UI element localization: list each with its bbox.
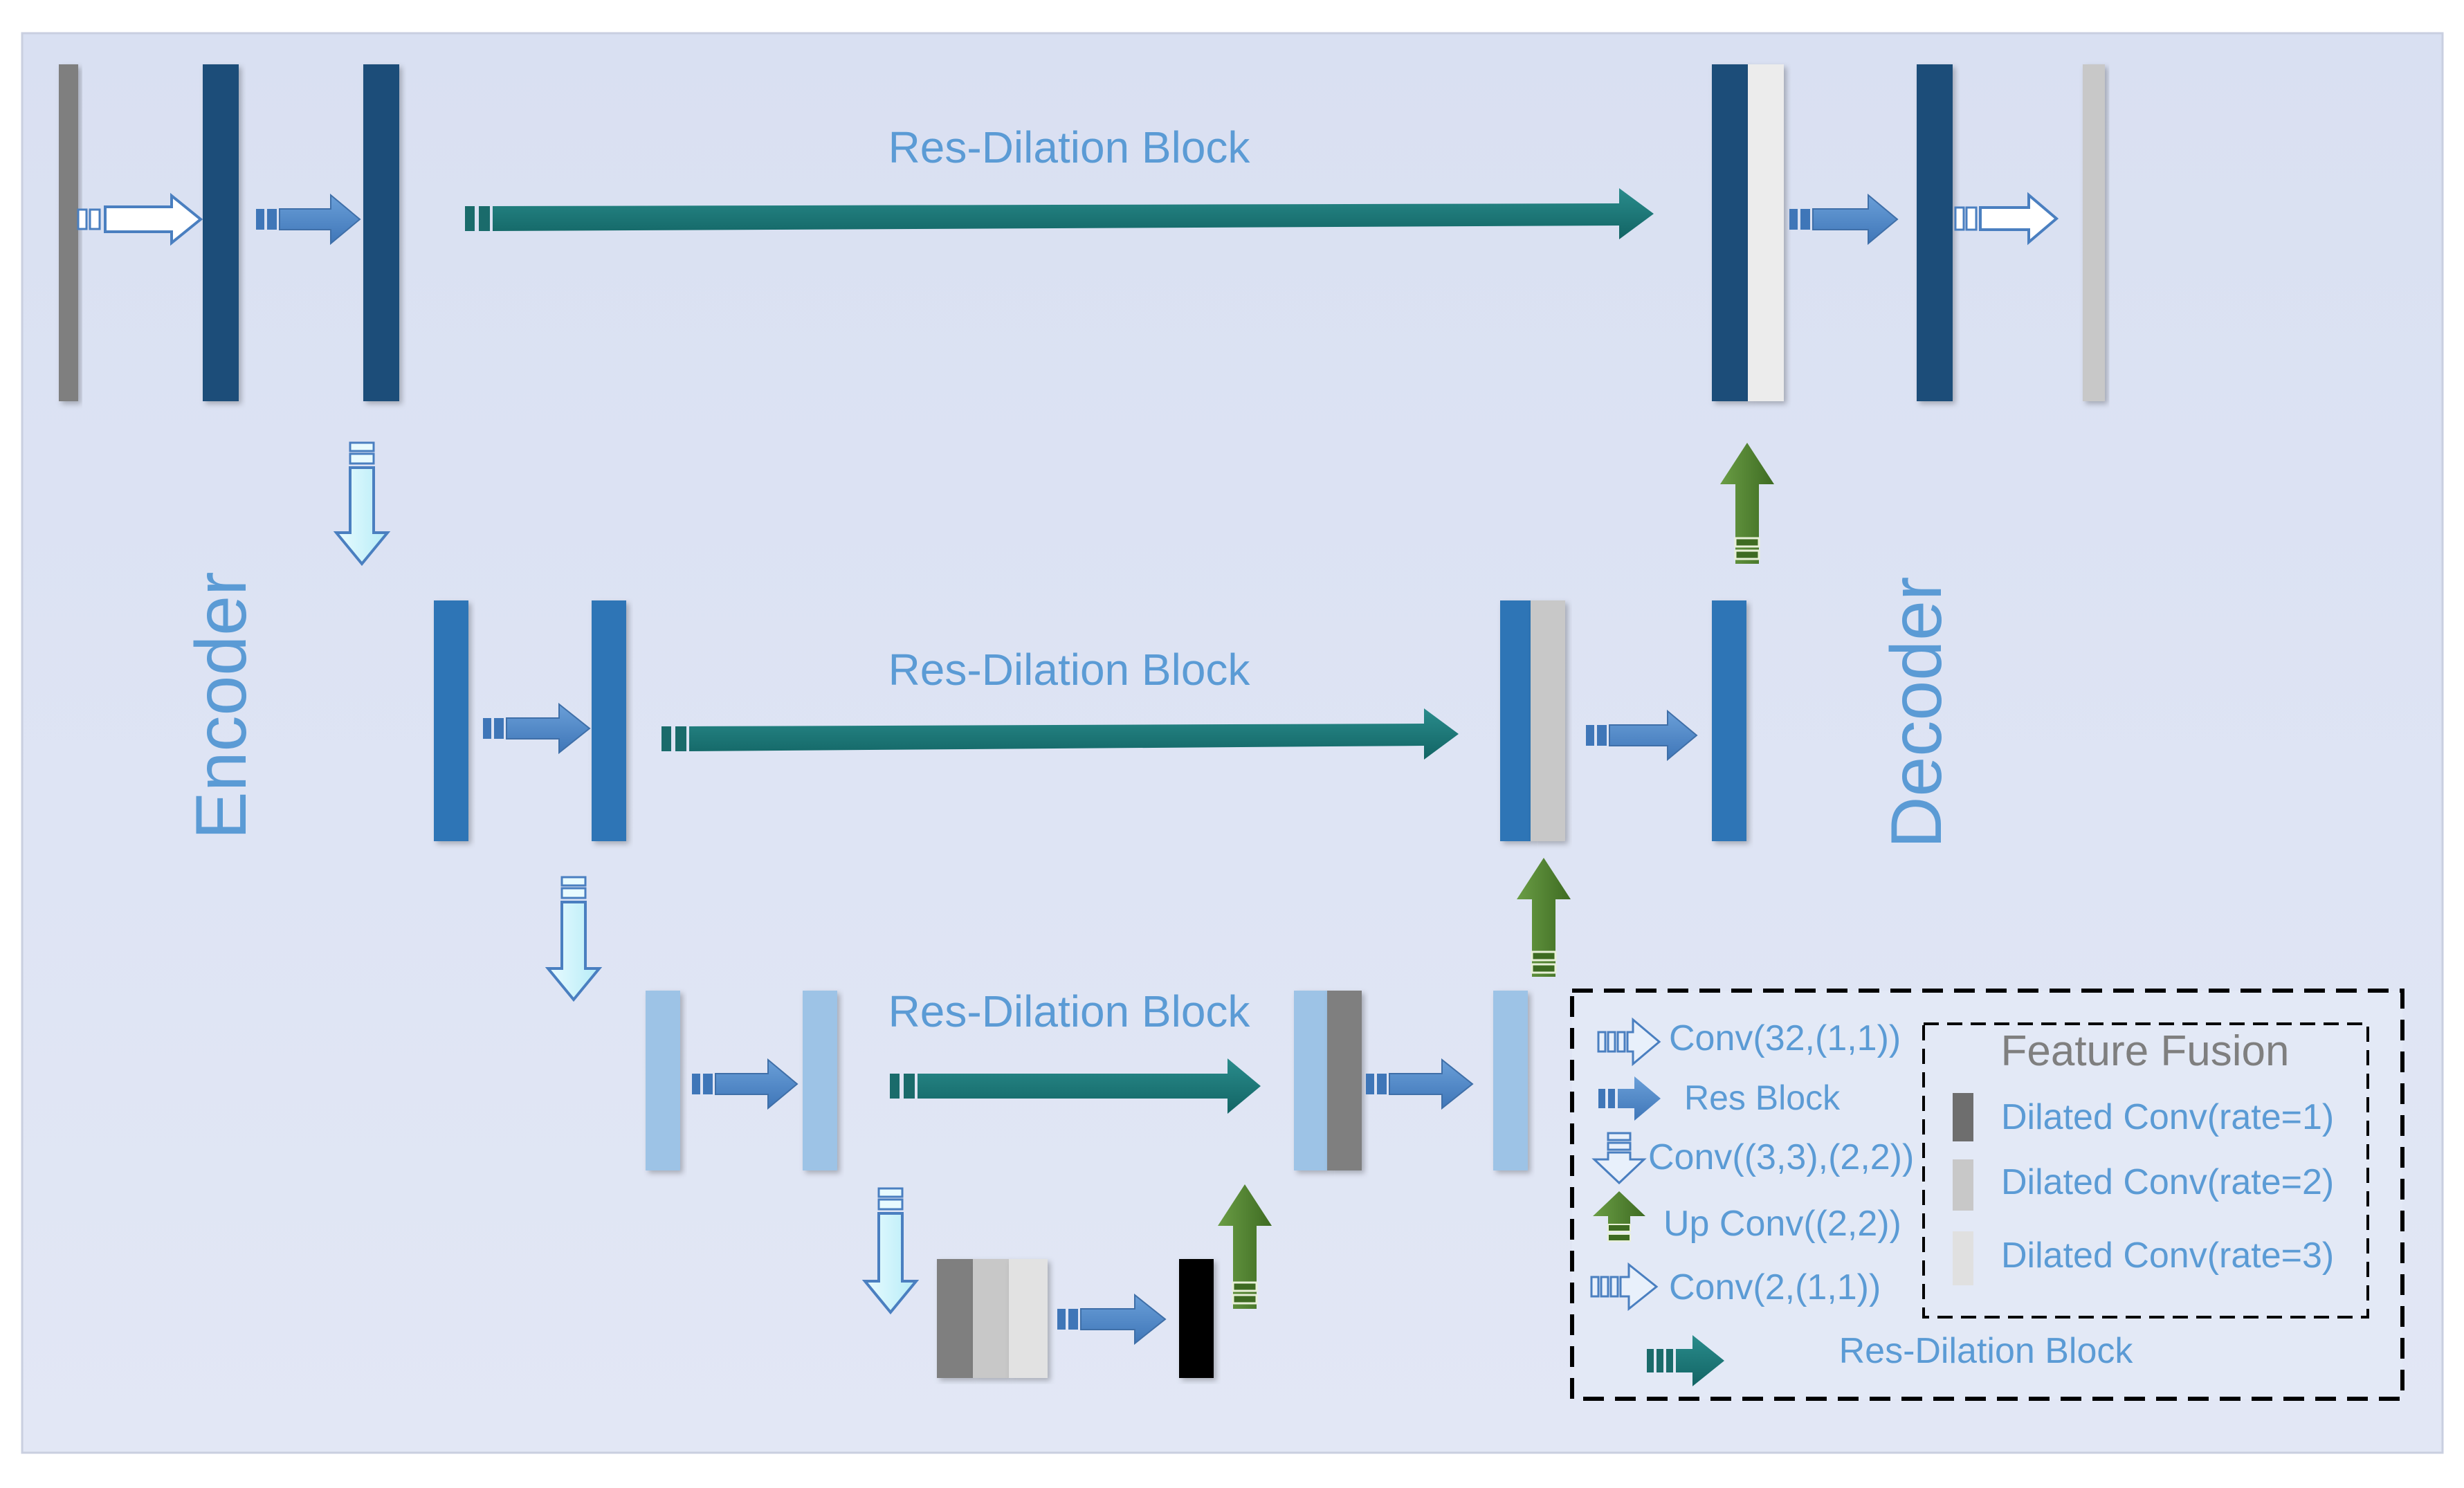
level-3: Res-Dilation Block [646, 986, 1528, 1170]
legend-conv-down-label: Conv((3,3),(2,2)) [1648, 1137, 1914, 1177]
res-block-arrow-l2-dec [1586, 709, 1698, 762]
down-conv-arrow-2 [545, 876, 603, 1002]
legend-res-dilation-icon [1647, 1335, 1724, 1386]
feature-map-l2-c [1712, 600, 1746, 841]
feature-map-l1-a [203, 64, 239, 401]
feature-map-l1-c [1917, 64, 1953, 401]
legend-rate1-label: Dilated Conv(rate=1) [2001, 1097, 2334, 1137]
concat-map-l2-gray [1531, 600, 1565, 841]
res-block-arrow-bottleneck [1057, 1293, 1167, 1345]
legend-up-conv-icon [1593, 1191, 1645, 1242]
legend-up-conv-label: Up Conv((2,2)) [1663, 1204, 1901, 1244]
legend-conv2-icon [1590, 1262, 1659, 1312]
legend-conv32-icon [1597, 1017, 1661, 1067]
legend-box [1570, 989, 2404, 1401]
level-1: Res-Dilation Block [59, 64, 2105, 401]
bottleneck [937, 1259, 1214, 1378]
input-layer [59, 64, 78, 401]
feature-map-l1-b [363, 64, 399, 401]
res-dilation-label-mid: Res-Dilation Block [888, 645, 1251, 695]
legend-res-dilation-label: Res-Dilation Block [1839, 1331, 2134, 1371]
legend-rate3-label: Dilated Conv(rate=3) [2001, 1236, 2334, 1276]
legend-res-block-icon [1598, 1076, 1661, 1121]
legend-res-block-label: Res Block [1684, 1078, 1841, 1117]
res-block-arrow-l3-dec [1366, 1058, 1474, 1110]
concat-map-l1-dark [1712, 64, 1748, 401]
output-layer [2083, 64, 2105, 401]
res-block-arrow-l3 [692, 1058, 798, 1110]
res-dilation-label-top: Res-Dilation Block [888, 122, 1251, 172]
res-block-arrow-l1-dec [1789, 193, 1899, 246]
res-dilation-arrow-l3 [890, 1058, 1261, 1114]
legend-rate3-swatch [1953, 1231, 1973, 1285]
up-conv-arrow-2 [1517, 858, 1571, 977]
encoder-label: Encoder [181, 571, 262, 839]
decoder-label: Decoder [1877, 576, 1957, 848]
down-conv-arrow-1 [333, 441, 391, 567]
feature-map-l3-c [1493, 991, 1528, 1170]
res-dilation-label-bottom: Res-Dilation Block [888, 986, 1251, 1036]
res-block-arrow-l1 [256, 193, 361, 246]
concat-map-l3-blue [1294, 991, 1327, 1170]
feature-map-l3-b [803, 991, 837, 1170]
up-conv-arrow-1 [1720, 443, 1774, 564]
fusion-map-rate3 [1009, 1259, 1048, 1378]
feature-map-l2-a [434, 600, 468, 841]
bottleneck-output-map [1179, 1259, 1214, 1378]
legend-conv-down-icon [1591, 1132, 1647, 1185]
up-conv-arrow-3 [1218, 1184, 1272, 1309]
concat-map-l1-light [1748, 64, 1784, 401]
legend-rate2-label: Dilated Conv(rate=2) [2001, 1162, 2334, 1202]
res-block-arrow-l2 [483, 702, 591, 755]
feature-fusion-title: Feature Fusion [2001, 1027, 2290, 1075]
feature-map-l2-b [592, 600, 626, 841]
res-dilation-arrow-l2 [661, 708, 1459, 760]
legend-conv32-label: Conv(32,(1,1)) [1669, 1018, 1901, 1058]
concat-map-l2-blue [1500, 600, 1531, 841]
fusion-map-rate2 [973, 1259, 1009, 1378]
feature-fusion-box [1922, 1022, 2369, 1319]
conv2-arrow-out [1954, 192, 2059, 246]
fusion-map-rate1 [937, 1259, 973, 1378]
legend-rate1-swatch [1953, 1093, 1973, 1141]
res-dilation-arrow-l1 [465, 188, 1654, 239]
legend: Conv(32,(1,1)) Res Block Conv((3,3),(2,2… [1570, 989, 2404, 1401]
concat-map-l3-gray [1327, 991, 1362, 1170]
conv32-arrow-in [77, 192, 203, 246]
feature-map-l3-a [646, 991, 680, 1170]
level-2: Res-Dilation Block [434, 600, 1746, 841]
down-conv-arrow-3 [861, 1187, 920, 1315]
legend-rate2-swatch [1953, 1159, 1973, 1211]
legend-conv2-label: Conv(2,(1,1)) [1669, 1267, 1881, 1307]
